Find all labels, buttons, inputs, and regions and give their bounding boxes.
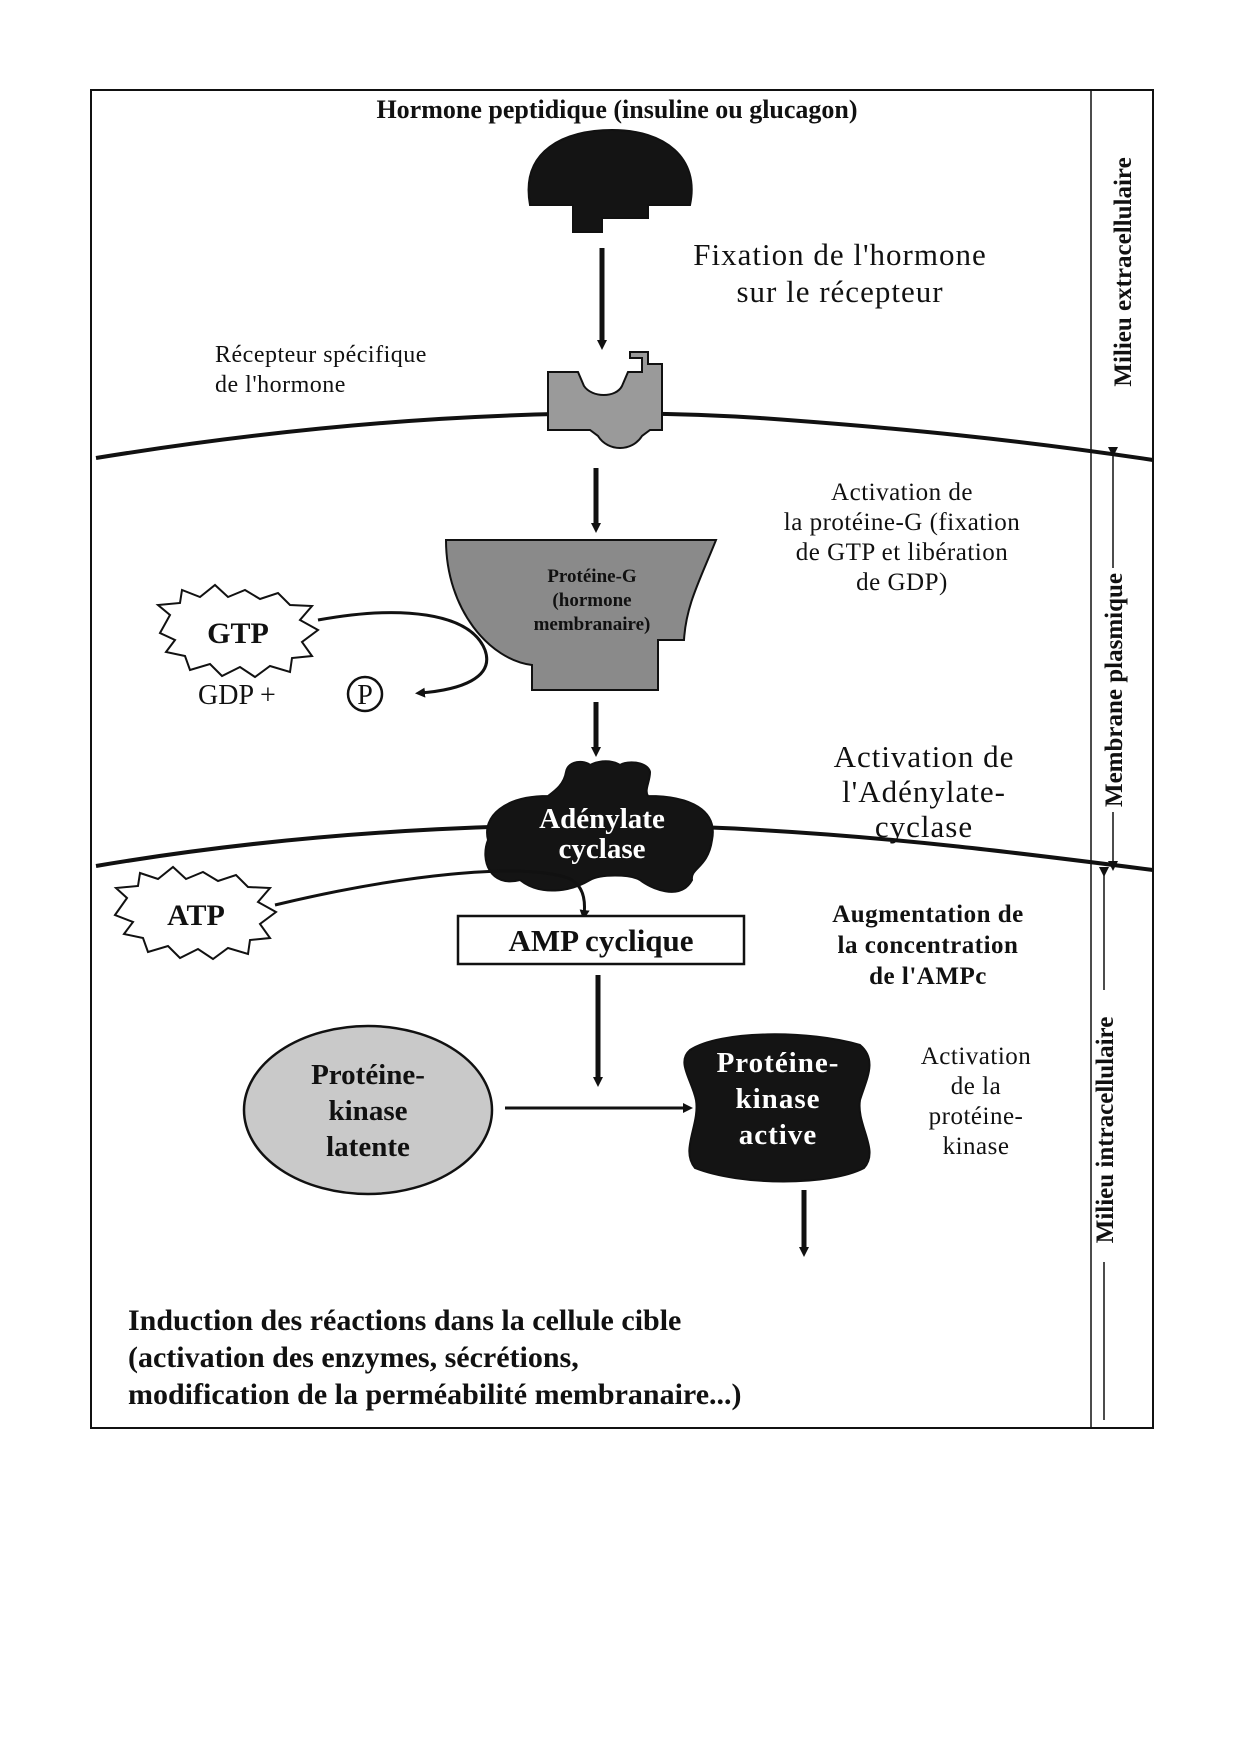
step-kinase-line4: kinase bbox=[943, 1133, 1010, 1160]
membrane-outer-line bbox=[95, 411, 1154, 462]
gtp-burst bbox=[155, 583, 320, 679]
latent-kinase-shape bbox=[242, 1024, 494, 1196]
atp-burst bbox=[113, 865, 278, 961]
outcome-line1: Induction des réactions dans la cellule … bbox=[128, 1304, 681, 1337]
outcome-line3: modification de la perméabilité membrana… bbox=[128, 1378, 742, 1411]
hormone-shape bbox=[527, 128, 693, 233]
step-gprotein-line4: de GDP) bbox=[856, 569, 948, 596]
step-cyclase-line3: cyclase bbox=[875, 809, 973, 844]
amp-cyclique-box bbox=[456, 914, 746, 966]
receptor-label-line1: Récepteur spécifique bbox=[215, 342, 427, 368]
gtp-to-gdp-curve bbox=[317, 611, 489, 698]
amp-cyclique-label: AMP cyclique bbox=[508, 923, 693, 958]
side-label-extracellular: Milieu extracellulaire bbox=[1110, 157, 1137, 386]
diagram-frame bbox=[90, 89, 1154, 1429]
step-fixation-line2: sur le récepteur bbox=[736, 274, 943, 309]
gprotein-shape bbox=[444, 539, 718, 691]
phosphate-label: P bbox=[357, 680, 373, 711]
gprotein-line2: (hormone bbox=[552, 590, 631, 611]
active-kinase-line1: Protéine- bbox=[717, 1047, 840, 1079]
step-kinase-line3: protéine- bbox=[929, 1103, 1024, 1130]
adenylate-cyclase-shape bbox=[484, 760, 714, 893]
receptor-label-line2: de l'hormone bbox=[215, 372, 346, 398]
step-gprotein-line3: de GTP et libération bbox=[796, 539, 1009, 566]
step-cyclase-line1: Activation de bbox=[834, 739, 1015, 774]
step-kinase-line1: Activation bbox=[921, 1043, 1032, 1070]
gprotein-line3: membranaire) bbox=[534, 614, 651, 635]
step-gprotein-line2: la protéine-G (fixation bbox=[784, 509, 1020, 536]
latent-kinase-line2: kinase bbox=[329, 1095, 408, 1127]
step-gprotein-line1: Activation de bbox=[831, 479, 973, 506]
step-ampc-line2: la concentration bbox=[838, 932, 1019, 959]
latent-kinase-line1: Protéine- bbox=[311, 1059, 425, 1091]
step-ampc-line3: de l'AMPc bbox=[869, 963, 987, 990]
active-kinase-line3: active bbox=[739, 1119, 817, 1151]
side-label-intracellular: Milieu intracellulaire bbox=[1092, 1017, 1119, 1244]
step-kinase-line2: de la bbox=[951, 1073, 1001, 1100]
active-kinase-line2: kinase bbox=[736, 1083, 821, 1115]
cyclase-line1: Adénylate bbox=[539, 803, 665, 835]
hormone-title: Hormone peptidique (insuline ou glucagon… bbox=[376, 95, 857, 124]
step-ampc-line1: Augmentation de bbox=[832, 901, 1024, 928]
cyclase-line2: cyclase bbox=[559, 833, 646, 865]
atp-label: ATP bbox=[167, 899, 225, 932]
phosphate-circle bbox=[346, 675, 384, 713]
gdp-label: GDP + bbox=[198, 680, 276, 711]
gprotein-line1: Protéine-G bbox=[547, 566, 637, 587]
gtp-label: GTP bbox=[207, 617, 269, 650]
step-fixation-line1: Fixation de l'hormone bbox=[693, 237, 987, 272]
atp-to-amp-curve bbox=[274, 869, 590, 920]
step-cyclase-line2: l'Adénylate- bbox=[842, 774, 1006, 809]
outcome-line2: (activation des enzymes, sécrétions, bbox=[128, 1341, 579, 1374]
side-label-membrane: Membrane plasmique bbox=[1101, 573, 1128, 807]
latent-kinase-line3: latente bbox=[326, 1131, 410, 1163]
receptor-shape bbox=[547, 351, 663, 449]
active-kinase-shape bbox=[683, 1033, 871, 1183]
